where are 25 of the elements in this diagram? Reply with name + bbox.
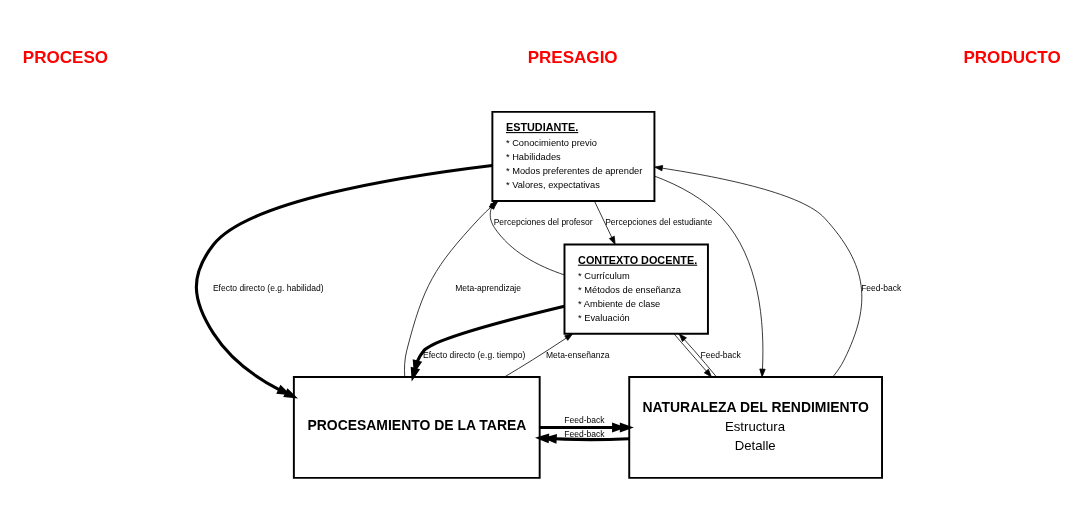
edge-label: Percepciones del estudiante bbox=[605, 216, 713, 227]
node-box: ESTUDIANTE. * Conocimiento previo * Habilidades * Modos preferentes de aprender * Valores, expectativas bbox=[491, 110, 656, 202]
edge-label: Feed-back bbox=[564, 428, 605, 439]
arrow bbox=[535, 433, 630, 444]
edge-label: Feed-back bbox=[861, 282, 902, 293]
arrow bbox=[654, 175, 766, 377]
edge-label: Meta-aprendizaje bbox=[455, 282, 522, 293]
node-box: CONTEXTO DOCENTE. * Currículum * Métodos de enseñanza * Ambiente de clase * Evaluación bbox=[563, 243, 709, 335]
label: PRESAGIO bbox=[527, 47, 618, 67]
label: PRODUCTO bbox=[963, 47, 1061, 67]
edge-label: Efecto directo (e.g. tiempo) bbox=[423, 349, 526, 360]
edge-label: Meta-enseñanza bbox=[545, 349, 610, 360]
node-box: PROCESAMIENTO DE LA TAREA bbox=[292, 375, 541, 479]
edge-label: Feed-back bbox=[700, 349, 741, 360]
arrow bbox=[594, 200, 616, 245]
arrow bbox=[410, 304, 565, 381]
edge-label: Percepciones del profesor bbox=[493, 216, 593, 227]
arrow bbox=[654, 164, 863, 377]
edge-label: Feed-back bbox=[564, 414, 605, 425]
label: PROCESO bbox=[22, 47, 109, 67]
arrow bbox=[504, 332, 574, 377]
node-box: NATURALEZA DEL RENDIMIENTO Estructura Detalle bbox=[628, 375, 883, 479]
edge-label: Efecto directo (e.g. habilidad) bbox=[212, 282, 324, 293]
arrow bbox=[194, 163, 493, 399]
arrow bbox=[539, 422, 634, 432]
